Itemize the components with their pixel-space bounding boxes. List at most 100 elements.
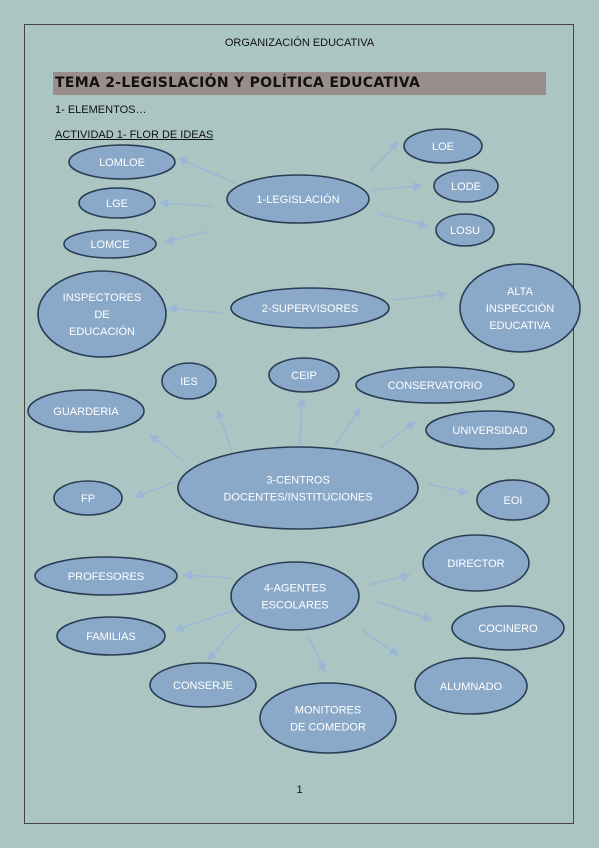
bubble-label: DIRECTOR [447,558,504,570]
bubble-shape [149,662,257,708]
bubble-label: LOMLOE [99,157,145,169]
bubble-director: DIRECTOR [422,534,530,592]
title-bar [53,72,546,95]
bubble-shape [422,534,530,592]
bubble-lode: LODE [433,169,499,203]
bubble-label: ALTA [507,286,534,298]
bubble-fp: FP [53,480,123,516]
bubble-shape [56,616,166,656]
bubble-label: UNIVERSIDAD [452,425,527,437]
bubble-cocinero: COCINERO [451,605,565,651]
bubble-label: PROFESORES [68,571,144,583]
connector-arrow [149,434,186,463]
bubble-label: CEIP [291,370,317,382]
bubble-label: FP [81,493,95,505]
bubble-label: 2-SUPERVISORES [262,303,358,315]
connector-arrow [374,600,433,622]
bubble-guarderia: GUARDERIA [27,389,145,433]
bubble-label: CONSERVATORIO [388,380,483,392]
connector-arrow [182,570,233,581]
bubble-shape [37,270,167,358]
bubble-shape [226,174,370,224]
bubble-shape [78,187,156,219]
connector-arrow [377,213,429,229]
bubble-shape [68,144,176,180]
bubble-shape [403,128,483,164]
bubble-label: IES [180,376,198,388]
connector-arrow [307,635,326,673]
page-title: TEMA 2-LEGISLACIÓN Y POLÍTICA EDUCATIVA [55,75,421,91]
connector-arrow [369,141,399,173]
bubble-label: ALUMNADO [440,681,503,693]
bubble-shape [425,410,555,450]
bubble-label: LOMCE [90,239,129,251]
bubble-label: LGE [106,198,128,210]
connector-arrow [427,483,469,496]
bubble-label: EDUCATIVA [489,320,551,332]
bubble-shape [259,682,397,754]
bubble-label: CONSERJE [173,680,233,692]
bubble-shape [476,479,550,521]
connector-arrow [391,290,448,301]
connector-arrow [134,481,176,499]
bubble-ceip: CEIP [268,357,340,393]
connector-arrow [361,629,399,656]
connector-arrow [177,157,236,184]
connector-arrow [367,572,411,586]
bubble-label: 3-CENTROS [266,475,330,487]
bubble-label: INSPECCIÓN [486,302,555,315]
bubble-shape [230,287,390,329]
bubble-shape [268,357,340,393]
bubble-supervisores: 2-SUPERVISORES [230,287,390,329]
bubble-conserje: CONSERJE [149,662,257,708]
bubble-centros: 3-CENTROS DOCENTES/INSTITUCIONES [177,446,419,530]
bubble-legislacion: 1-LEGISLACIÓN [226,174,370,224]
bubble-alta: ALTA INSPECCIÓN EDUCATIVA [459,263,581,353]
page-header: ORGANIZACIÓN EDUCATIVA [224,37,375,49]
bubble-label: LOSU [450,225,480,237]
connector-arrow [371,181,423,192]
page-number: 1 [296,784,303,796]
bubble-shape [230,561,360,631]
bubble-label: GUARDERIA [53,406,119,418]
bubble-monitores: MONITORES DE COMEDOR [259,682,397,754]
section-heading: 1- ELEMENTOS… [55,104,147,116]
bubble-shape [355,366,515,404]
bubble-label: DOCENTES/INSTITUCIONES [223,492,372,504]
bubble-shape [53,480,123,516]
bubble-lomloe: LOMLOE [68,144,176,180]
bubble-shape [435,213,495,247]
bubble-familias: FAMILIAS [56,616,166,656]
bubble-shape [27,389,145,433]
bubble-universidad: UNIVERSIDAD [425,410,555,450]
bubble-shape [161,362,217,400]
page-frame [24,24,574,824]
bubble-ies: IES [161,362,217,400]
bubble-shape [34,556,178,596]
bubble-eoi: EOI [476,479,550,521]
bubble-lomce: LOMCE [63,229,157,259]
connector-arrow [159,198,213,209]
bubble-label: DE COMEDOR [290,722,366,734]
bubble-label: MONITORES [295,705,361,717]
bubble-shape [451,605,565,651]
bubble-shape [459,263,581,353]
bubble-label: LODE [451,181,481,193]
connector-arrow [207,622,241,661]
connector-arrow [334,407,361,446]
bubble-label: COCINERO [478,623,538,635]
connector-arrow [167,304,223,314]
bubble-conservatorio: CONSERVATORIO [355,366,515,404]
bubble-label: INSPECTORES [63,292,142,304]
connector-arrow [296,397,307,446]
bubble-label: LOE [432,141,454,153]
bubble-shape [414,657,528,715]
bubble-label: 1-LEGISLACIÓN [256,193,339,206]
connector-arrow [216,409,233,453]
bubble-losu: LOSU [435,213,495,247]
bubble-label: FAMILIAS [86,631,136,643]
bubble-label: EDUCACIÓN [69,325,135,338]
bubble-shape [63,229,157,259]
